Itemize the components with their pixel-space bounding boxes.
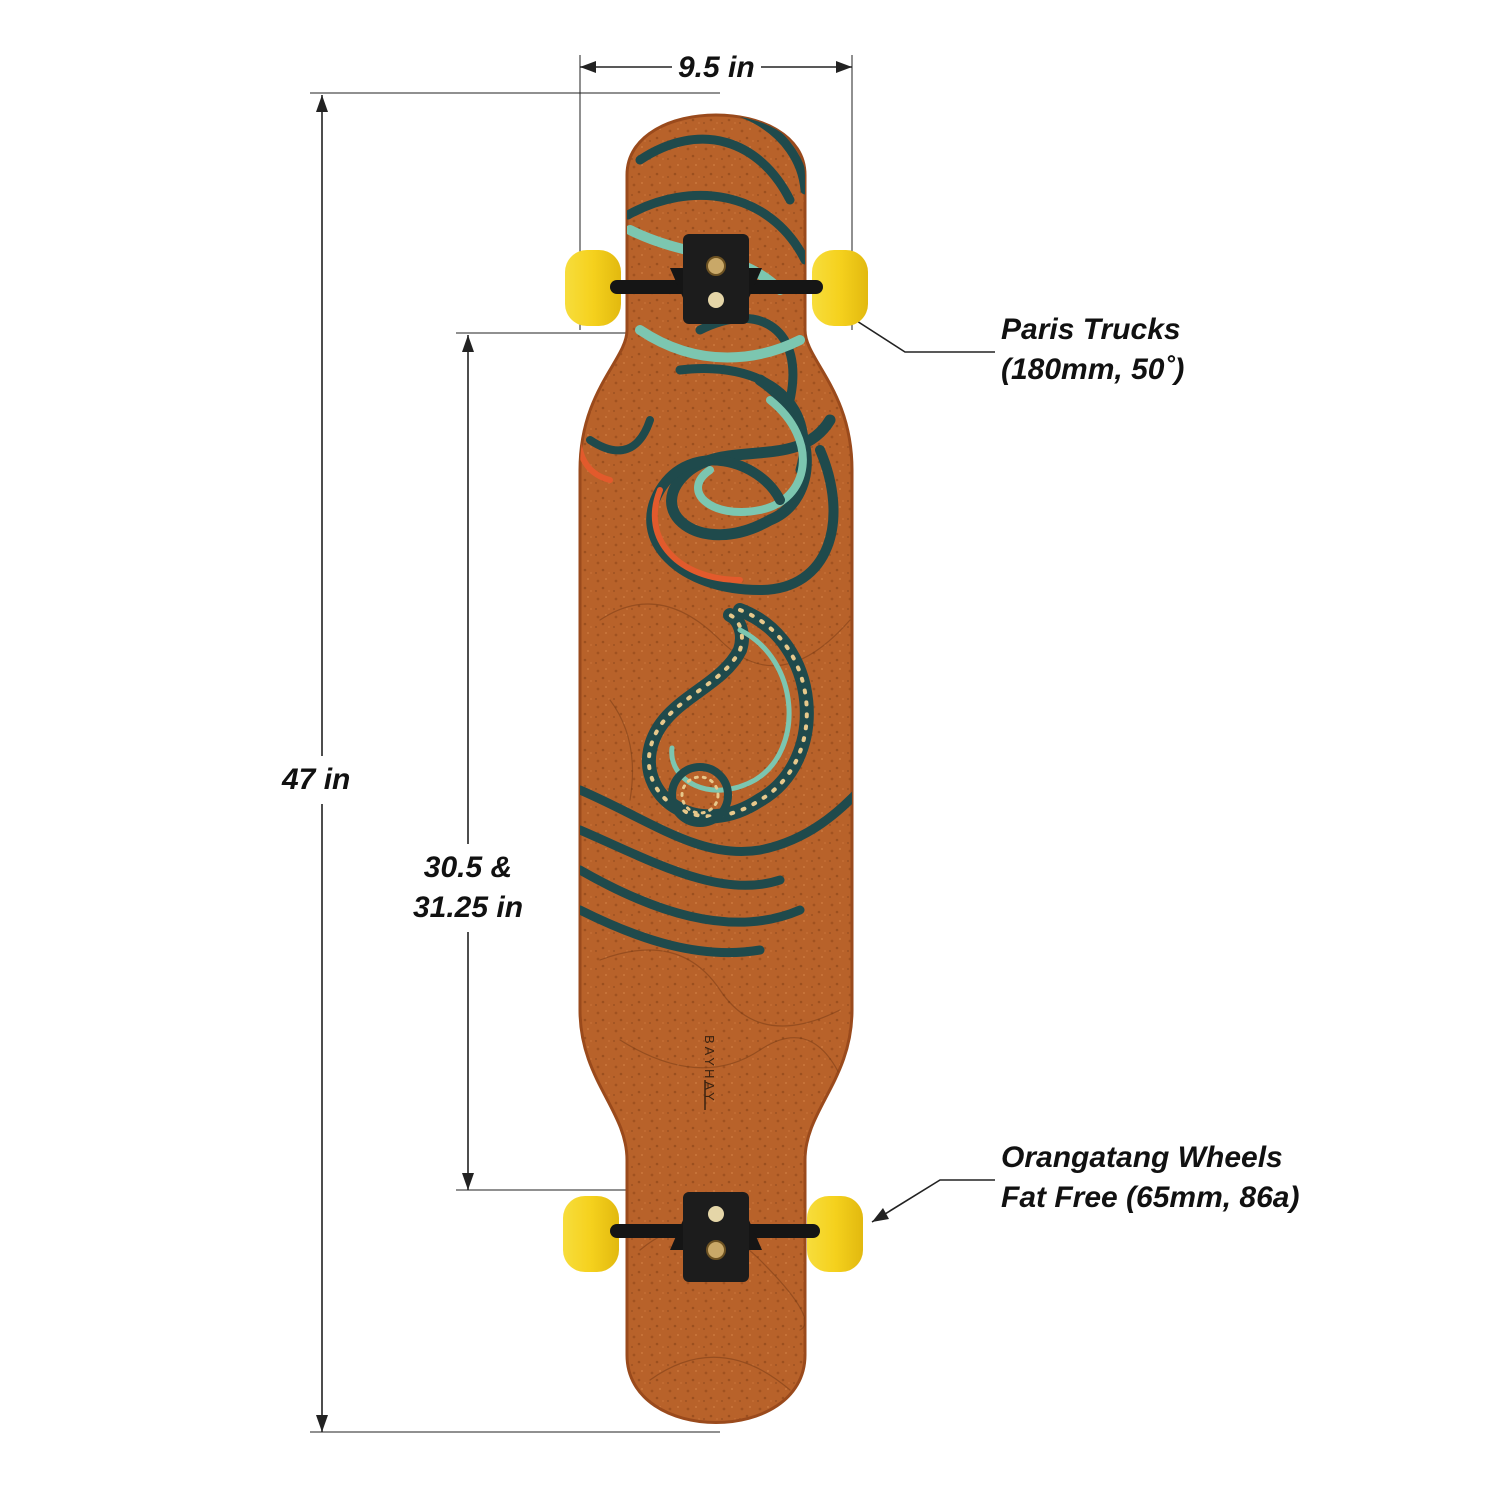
front-truck-assembly [565, 234, 868, 326]
wheels-callout-line1: Orangatang Wheels [1001, 1141, 1283, 1174]
rear-kingpin [706, 1240, 726, 1260]
length-label-text: 47 in [282, 763, 351, 796]
front-wheel-left [565, 250, 621, 326]
deck: BAYHAY [578, 113, 854, 1424]
wheels-callout-line2: Fat Free (65mm, 86a) [1001, 1181, 1300, 1214]
rear-bushing [708, 1206, 724, 1222]
rear-truck-assembly [563, 1192, 863, 1282]
front-kingpin [706, 256, 726, 276]
trucks-callout: Paris Trucks (180mm, 50˚) [1001, 310, 1185, 390]
wheels-callout-leader [871, 1179, 995, 1223]
arrow-length-top [316, 95, 328, 112]
width-label-text: 9.5 in [678, 51, 755, 84]
front-truck-baseplate [683, 234, 749, 324]
trucks-callout-line2: (180mm, 50˚) [1001, 353, 1185, 386]
front-wheel-right [812, 250, 868, 326]
wheelbase-label: 30.5 & 31.25 in [404, 844, 532, 932]
arrow-wheelbase-top [462, 335, 474, 352]
length-label: 47 in [280, 756, 353, 804]
arrow-length-bottom [316, 1415, 328, 1432]
arrow-wheelbase-bottom [462, 1173, 474, 1190]
arrow-wheels-callout [872, 1208, 889, 1222]
arrow-width-right [836, 61, 852, 73]
front-bushing [708, 292, 724, 308]
wheels-callout: Orangatang Wheels Fat Free (65mm, 86a) [1001, 1138, 1300, 1218]
trucks-callout-line1: Paris Trucks [1001, 313, 1181, 346]
rear-wheel-left [563, 1196, 619, 1272]
rear-wheel-right [807, 1196, 863, 1272]
rear-truck-baseplate [683, 1192, 749, 1282]
wheelbase-label-line2: 31.25 in [412, 891, 524, 924]
wheelbase-label-line1: 30.5 & [423, 851, 513, 884]
arrow-width-left [580, 61, 596, 73]
width-label: 9.5 in [672, 48, 761, 88]
